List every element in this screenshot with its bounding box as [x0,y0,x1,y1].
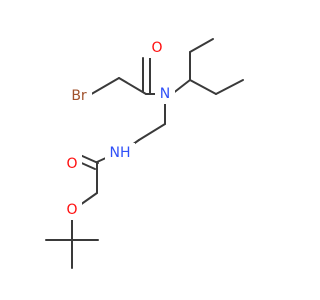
bond-ch-ch2-lower [189,79,217,95]
atom-label-n-amide: N [160,86,170,102]
atom-o-ester: O [62,200,82,220]
molecule-structure-diagram: Br O N NH O O [45,38,244,269]
atom-label-o-carbonyl-low: O [66,156,77,172]
atom-o-top: O [147,38,167,58]
atom-n-amide: N [155,84,175,104]
atom-br: Br [66,86,92,106]
atom-label-o-ester: O [66,202,77,218]
bond-c-carbamate-link [79,192,98,206]
bond-lines [45,38,244,269]
bond-ch2-ch3-lower [215,79,244,95]
bond-ch2-c-carbonyl [118,77,147,95]
bond-ch2-ch2-chain [138,123,166,141]
atom-label-o-carbonyl-top: O [151,40,162,56]
atom-label-nh-carbamate: NH [110,145,131,161]
atom-nh-carbamate: NH [105,143,135,163]
bond-ch2-ch3-upper [189,38,214,53]
atom-o-carbonyl-low: O [62,154,82,174]
atom-label-br: Br [71,88,87,104]
bond-br-ch2 [87,77,120,97]
bond-c-o-double-low-b [79,154,99,164]
